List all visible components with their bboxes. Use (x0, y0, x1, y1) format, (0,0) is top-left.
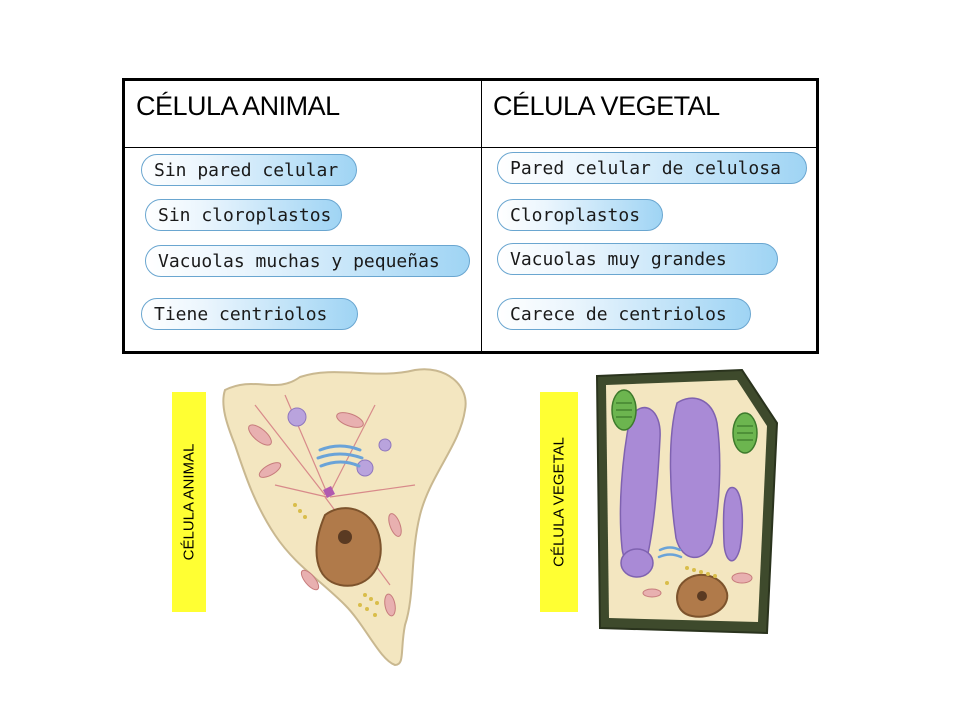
animal-nucleus (315, 507, 382, 587)
plant-item-chloroplasts: Cloroplastos (497, 199, 663, 231)
animal-item-centrioles: Tiene centriolos (141, 298, 358, 330)
header-plant: CÉLULA VEGETAL (493, 91, 720, 121)
header-animal: CÉLULA ANIMAL (136, 91, 340, 121)
central-vacuole-right (669, 397, 721, 559)
plant-item-centrioles: Carece de centriolos (497, 298, 751, 330)
vacuole-bottom (620, 548, 654, 578)
plant-cell-illustration (595, 368, 779, 635)
centriole (323, 486, 335, 498)
animal-cell-label-text: CÉLULA ANIMAL (180, 443, 198, 561)
plant-item-cell-wall: Pared celular de celulosa (497, 152, 807, 184)
column-divider (481, 81, 482, 351)
plant-item-vacuoles: Vacuolas muy grandes (497, 243, 778, 275)
plant-cell-label-text: CÉLULA VEGETAL (550, 437, 568, 567)
animal-cell-illustration (222, 368, 467, 667)
plant-cell-label: CÉLULA VEGETAL (540, 392, 578, 612)
animal-item-vacuoles: Vacuolas muchas y pequeñas (145, 245, 470, 277)
mitochondria-group (248, 412, 402, 617)
header-divider (125, 147, 816, 148)
plant-golgi (657, 546, 683, 559)
animal-item-chloroplasts: Sin cloroplastos (145, 199, 342, 231)
comparison-table: CÉLULA ANIMAL CÉLULA VEGETAL (122, 78, 819, 354)
animal-item-cell-wall: Sin pared celular (141, 154, 357, 186)
animal-cell-label: CÉLULA ANIMAL (172, 392, 206, 612)
animal-vacuoles (287, 407, 392, 477)
small-vacuole (722, 487, 744, 562)
golgi-apparatus (316, 444, 364, 468)
